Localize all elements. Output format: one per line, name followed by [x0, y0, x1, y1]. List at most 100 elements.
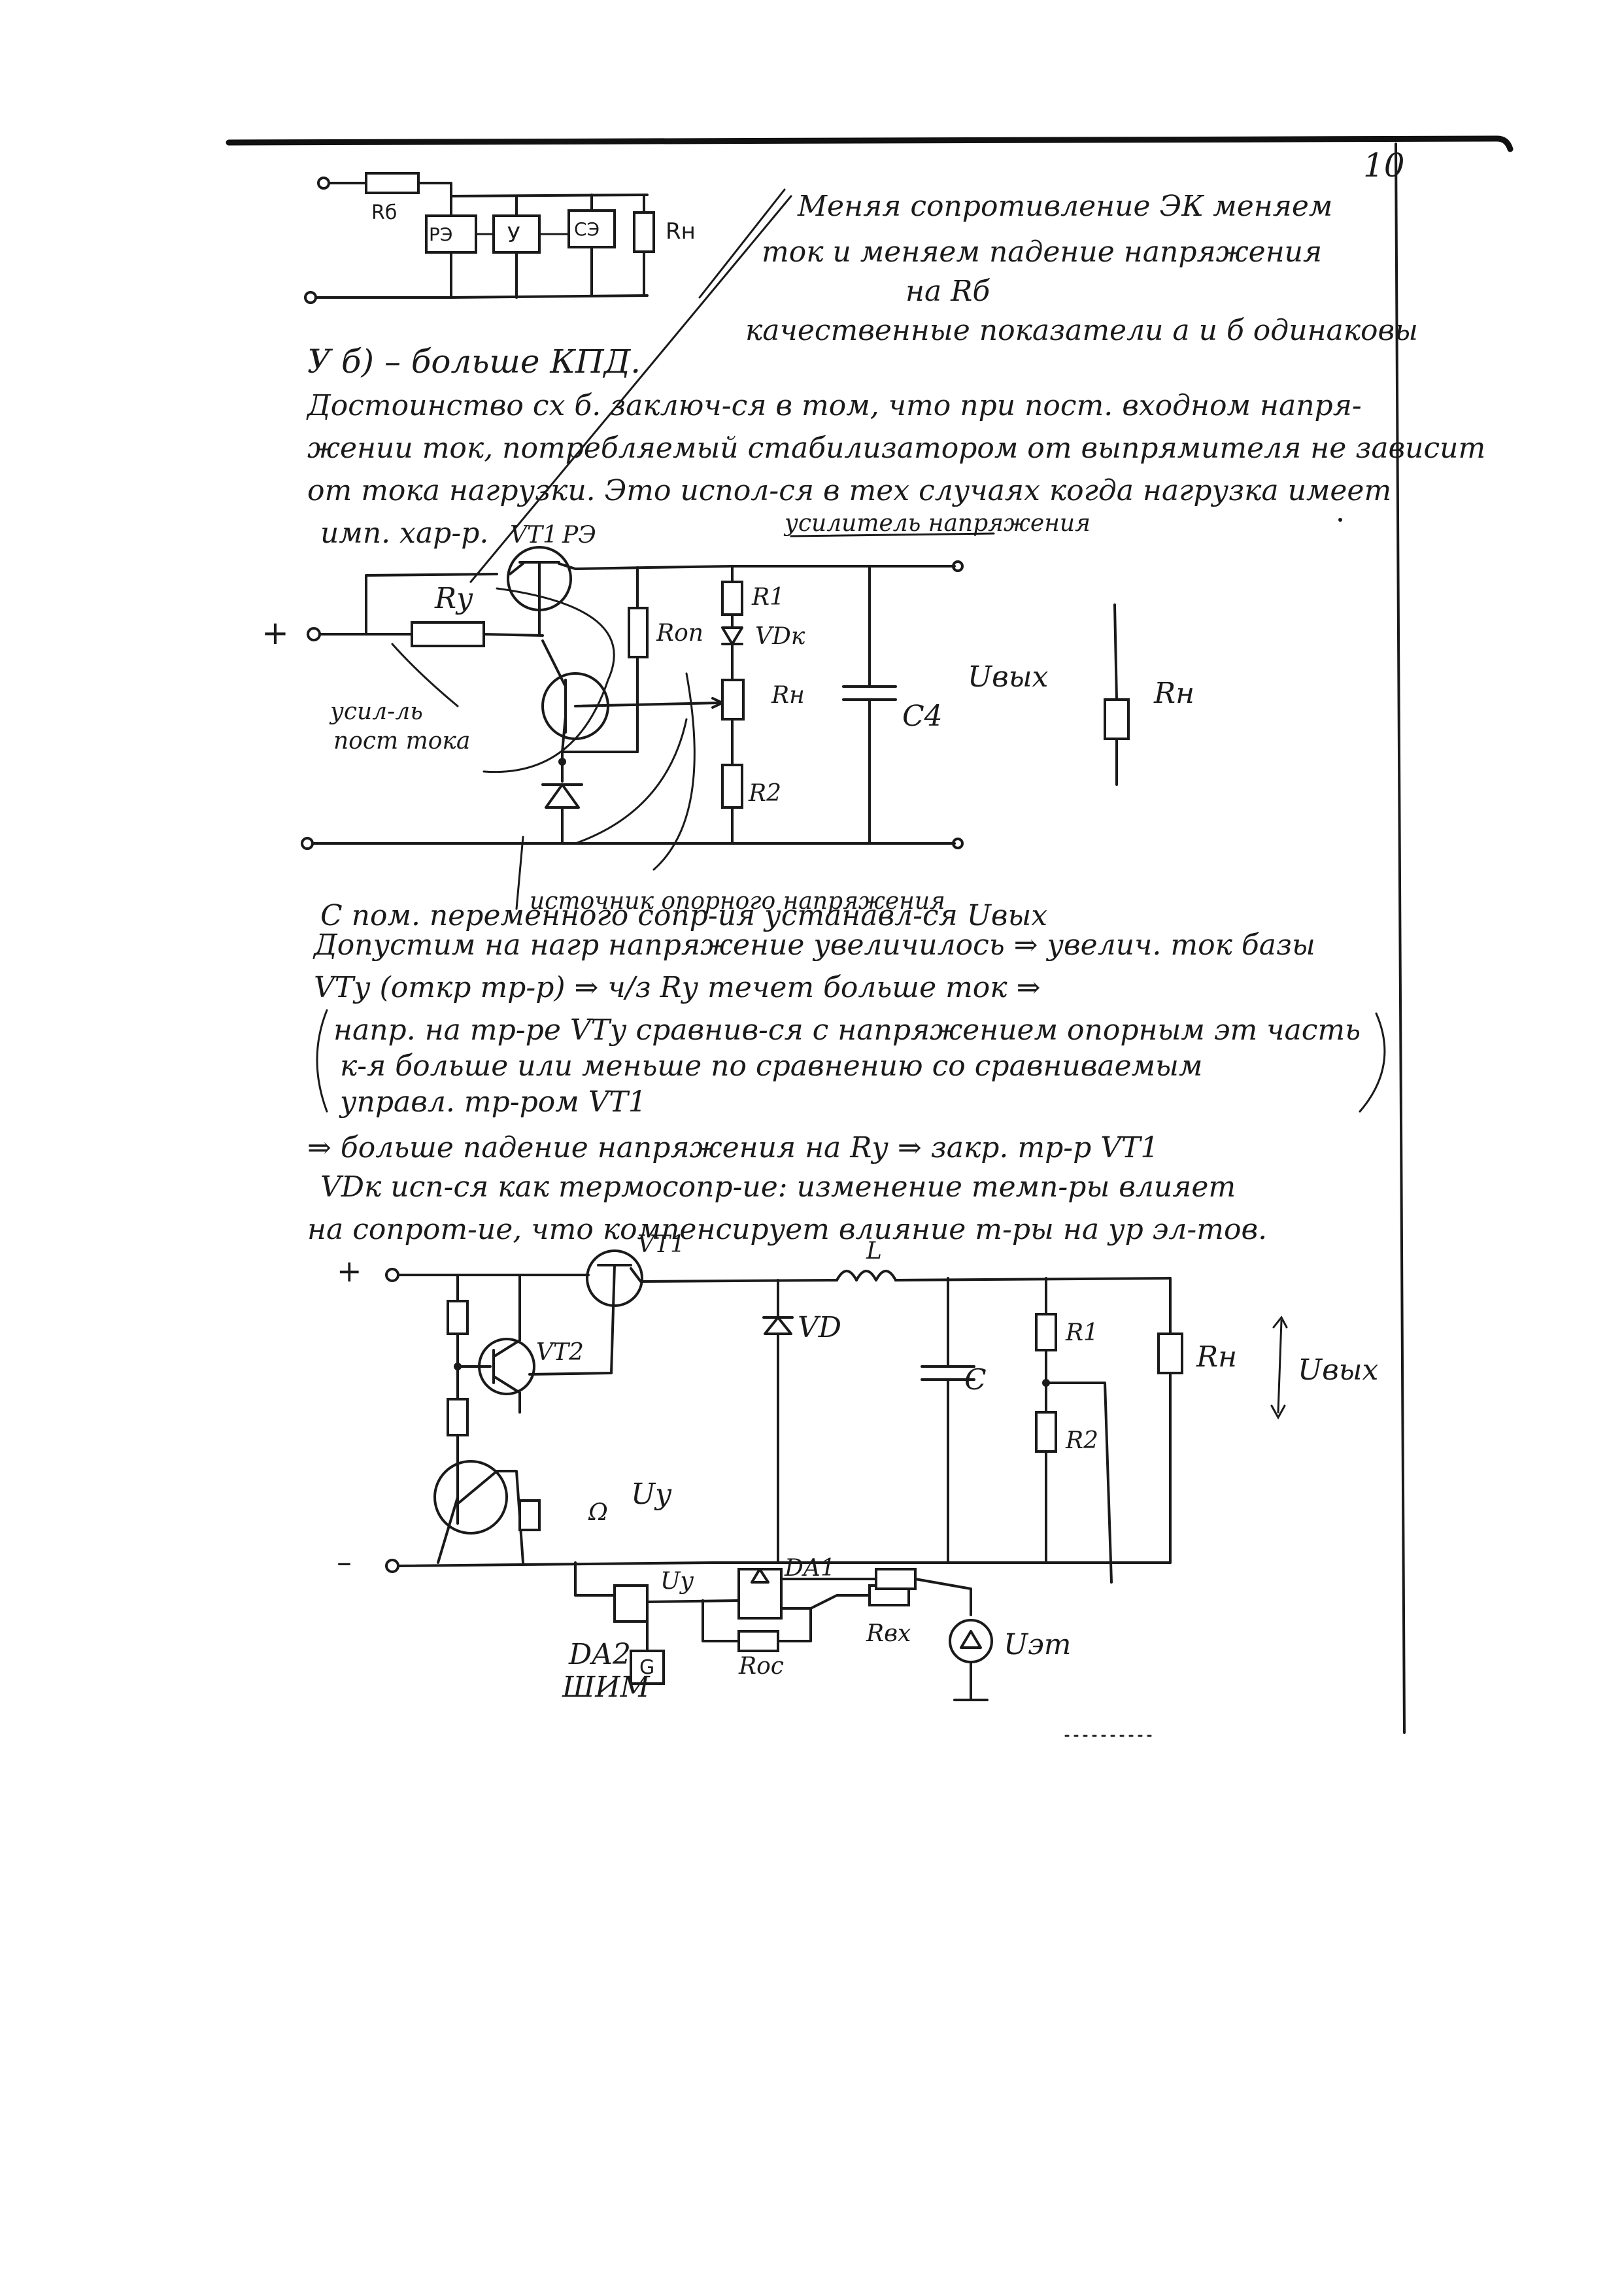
resistor-ron — [628, 607, 649, 658]
label-c: С — [964, 1363, 987, 1397]
note-line-4: качественные показатели а и б одинаковы — [745, 314, 1418, 347]
label-vt1-c2: VТ1 — [510, 522, 558, 549]
label-vdk: VDк — [755, 623, 805, 650]
label-plus-c3: + — [337, 1253, 362, 1289]
label-uy-top: Uу — [631, 1478, 672, 1511]
label-g: G — [639, 1656, 654, 1679]
transistor-lower — [433, 1460, 508, 1535]
resistor-ry — [411, 621, 485, 647]
input-minus-terminal — [301, 837, 314, 850]
diode-vdk — [721, 626, 743, 645]
text2-line-9: на сопрот-ие, что компенсирует влияние т… — [307, 1213, 1267, 1246]
label-r1-c2: R1 — [751, 584, 785, 611]
text1-line-4: от тока нагрузки. Это испол-ся в тех слу… — [307, 474, 1391, 507]
label-da1: DA1 — [784, 1555, 836, 1582]
label-r1-c3: R1 — [1065, 1319, 1098, 1346]
load-resistor-rn — [633, 211, 655, 253]
note-top: Меняя сопротивление ЭК меняем ток и меня… — [745, 190, 1418, 347]
label-rn-load: Rн — [1153, 677, 1194, 710]
scan-dust — [1064, 518, 1342, 1737]
load-resistor-rn-c2 — [1104, 698, 1130, 740]
label-rn-c2: Rн — [771, 682, 805, 709]
label-amp: усилитель напряжения — [783, 510, 1091, 537]
label-rbx: Rвх — [866, 1620, 911, 1647]
page-frame — [226, 135, 1514, 1734]
label-rn-c3: Rн — [1196, 1340, 1237, 1374]
label-uvyh-c3: Uвых — [1298, 1353, 1379, 1387]
resistor-small — [518, 1499, 541, 1531]
label-re-c2: РЭ — [562, 522, 596, 549]
label-l: L — [866, 1238, 882, 1264]
opamp-da1 — [737, 1568, 783, 1620]
label-re: РЭ — [429, 224, 452, 245]
text2-line-5: к-я больше или меньше по сравнению со ср… — [340, 1049, 1202, 1083]
text1-line-3: жении ток, потребляемый стабилизатором о… — [307, 432, 1485, 465]
diode-vd — [764, 1316, 792, 1335]
text2-line-8: VDк исп-ся как термосопр-ие: изменение т… — [320, 1170, 1236, 1204]
annotation-curves — [574, 672, 696, 871]
label-plus-c2: + — [262, 614, 289, 652]
label-uet: Uэт — [1004, 1628, 1071, 1661]
label-y: У — [507, 222, 520, 247]
label-da2: DA2 — [568, 1638, 631, 1671]
label-uy-bottom: Uу — [660, 1568, 694, 1595]
note-line-1: Меняя сопротивление ЭК меняем — [797, 190, 1332, 223]
text2-line-2: Допустим на нагр напряжение увеличилось … — [313, 928, 1315, 962]
text-block-1: У б) – больше КПД. Достоинство сх б. зак… — [306, 343, 1485, 550]
resistor-r1 — [721, 581, 743, 616]
resistor-r2-c3 — [1035, 1411, 1057, 1453]
label-se: СЭ — [574, 218, 600, 240]
resistor-r1-c3 — [1035, 1313, 1057, 1351]
pointer-ref-source — [515, 836, 524, 910]
strike-line-2 — [698, 188, 786, 299]
label-dc-amp-2: пост тока — [333, 728, 470, 755]
text-block-2: С пом. переменного сопр-ия устанавл-ся U… — [307, 899, 1386, 1246]
label-omega: Ω — [588, 1499, 608, 1526]
label-ref-source: источник опорного напряжения — [530, 888, 945, 915]
label-minus-c3: – — [337, 1544, 352, 1580]
resistor-mid-left — [447, 1398, 469, 1436]
label-vt1-c3: VТ1 — [637, 1231, 685, 1258]
label-rb: Rб — [371, 201, 397, 224]
text2-line-6: управл. тр-ром VТ1 — [339, 1085, 647, 1119]
zener-reference-diode — [545, 783, 580, 809]
output-terminal-bottom — [952, 838, 964, 849]
reference-source-uet — [949, 1619, 993, 1663]
label-ron: Rоп — [656, 620, 703, 647]
note-line-2: ток и меняем падение напряжения — [762, 235, 1322, 269]
text1-line-1: У б) – больше КПД. — [307, 343, 641, 381]
text1-line-5: имп. хар-р. — [320, 517, 488, 550]
output-terminal-top — [952, 560, 964, 572]
resistor-top-left — [447, 1300, 469, 1335]
brace-left — [316, 1009, 328, 1113]
label-c4: С4 — [902, 700, 943, 733]
note-line-3: на Rб — [905, 275, 990, 308]
page-number: 10 — [1363, 146, 1405, 184]
input-terminal-bottom — [304, 291, 317, 304]
label-dc-amp-1: усил-ль — [329, 698, 423, 725]
text2-line-1: С пом. переменного сопр-ия устанавл-ся U… — [320, 899, 1047, 932]
reference-element-ce — [567, 209, 616, 248]
label-roc: Rос — [738, 1653, 784, 1680]
plus-terminal-c3 — [385, 1268, 399, 1282]
circuit-3: + VТ1 L VТ2 Ω Uу — [337, 1231, 1379, 1704]
text2-line-7: ⇒ больше падение напряжения на Rу ⇒ закр… — [307, 1131, 1159, 1164]
label-ry: Rу — [434, 582, 473, 615]
label-r2-c3: R2 — [1065, 1427, 1098, 1454]
annotation-loops — [391, 587, 615, 773]
load-resistor-rn-c3 — [1157, 1332, 1183, 1374]
text2-line-3: VТу (откр тр-р) ⇒ ч/з Rу течет больше то… — [314, 971, 1040, 1004]
strike-line-1 — [469, 195, 792, 583]
input-terminal-top — [317, 177, 330, 190]
circuit-1: Rб РЭ У СЭ Rн — [304, 172, 792, 583]
text2-line-4: напр. на тр-ре VТу сравнив-ся с напряжен… — [333, 1013, 1361, 1047]
text1-line-2: Достоинство сх б. заключ-ся в том, что п… — [306, 389, 1362, 422]
label-vd: VD — [798, 1311, 841, 1344]
resistor-rb — [365, 172, 420, 194]
brace-right — [1359, 1012, 1386, 1113]
resistor-roc — [737, 1630, 779, 1652]
minus-terminal-c3 — [385, 1559, 399, 1573]
label-rn: Rн — [666, 218, 696, 245]
potentiometer-rn — [721, 679, 745, 721]
